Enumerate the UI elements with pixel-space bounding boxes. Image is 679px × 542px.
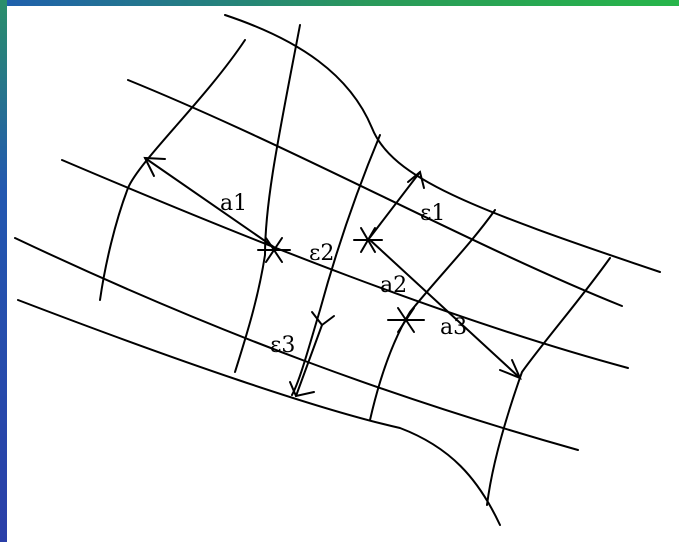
grid-line-4 [14, 237, 579, 451]
a1-arrow [143, 156, 279, 251]
cross-line-3 [291, 134, 381, 396]
label-e1: ε1 [420, 201, 445, 226]
node-star-e2-left [257, 237, 291, 263]
grid-line-2 [127, 79, 623, 307]
node-star-e2-right [353, 227, 383, 253]
label-e2: ε2 [309, 241, 334, 266]
frame-top-border [0, 0, 679, 6]
cross-line-5 [486, 257, 611, 506]
a3-arrow [369, 239, 522, 380]
grid-line-bottom [17, 299, 501, 526]
cross-line-4 [369, 209, 496, 421]
e1-arrow [367, 170, 425, 241]
e3-arrow [289, 311, 335, 398]
label-a1: a1 [220, 191, 247, 216]
node-star-a2 [387, 307, 425, 333]
label-e3: ε3 [270, 333, 295, 358]
grid-line-3 [61, 159, 629, 369]
grid-line-top [224, 14, 661, 273]
cross-line-1 [99, 39, 246, 301]
frame-left-border [0, 0, 7, 542]
label-a2: a2 [380, 273, 407, 298]
cross-line-2 [234, 24, 301, 373]
label-a3: a3 [440, 315, 467, 340]
